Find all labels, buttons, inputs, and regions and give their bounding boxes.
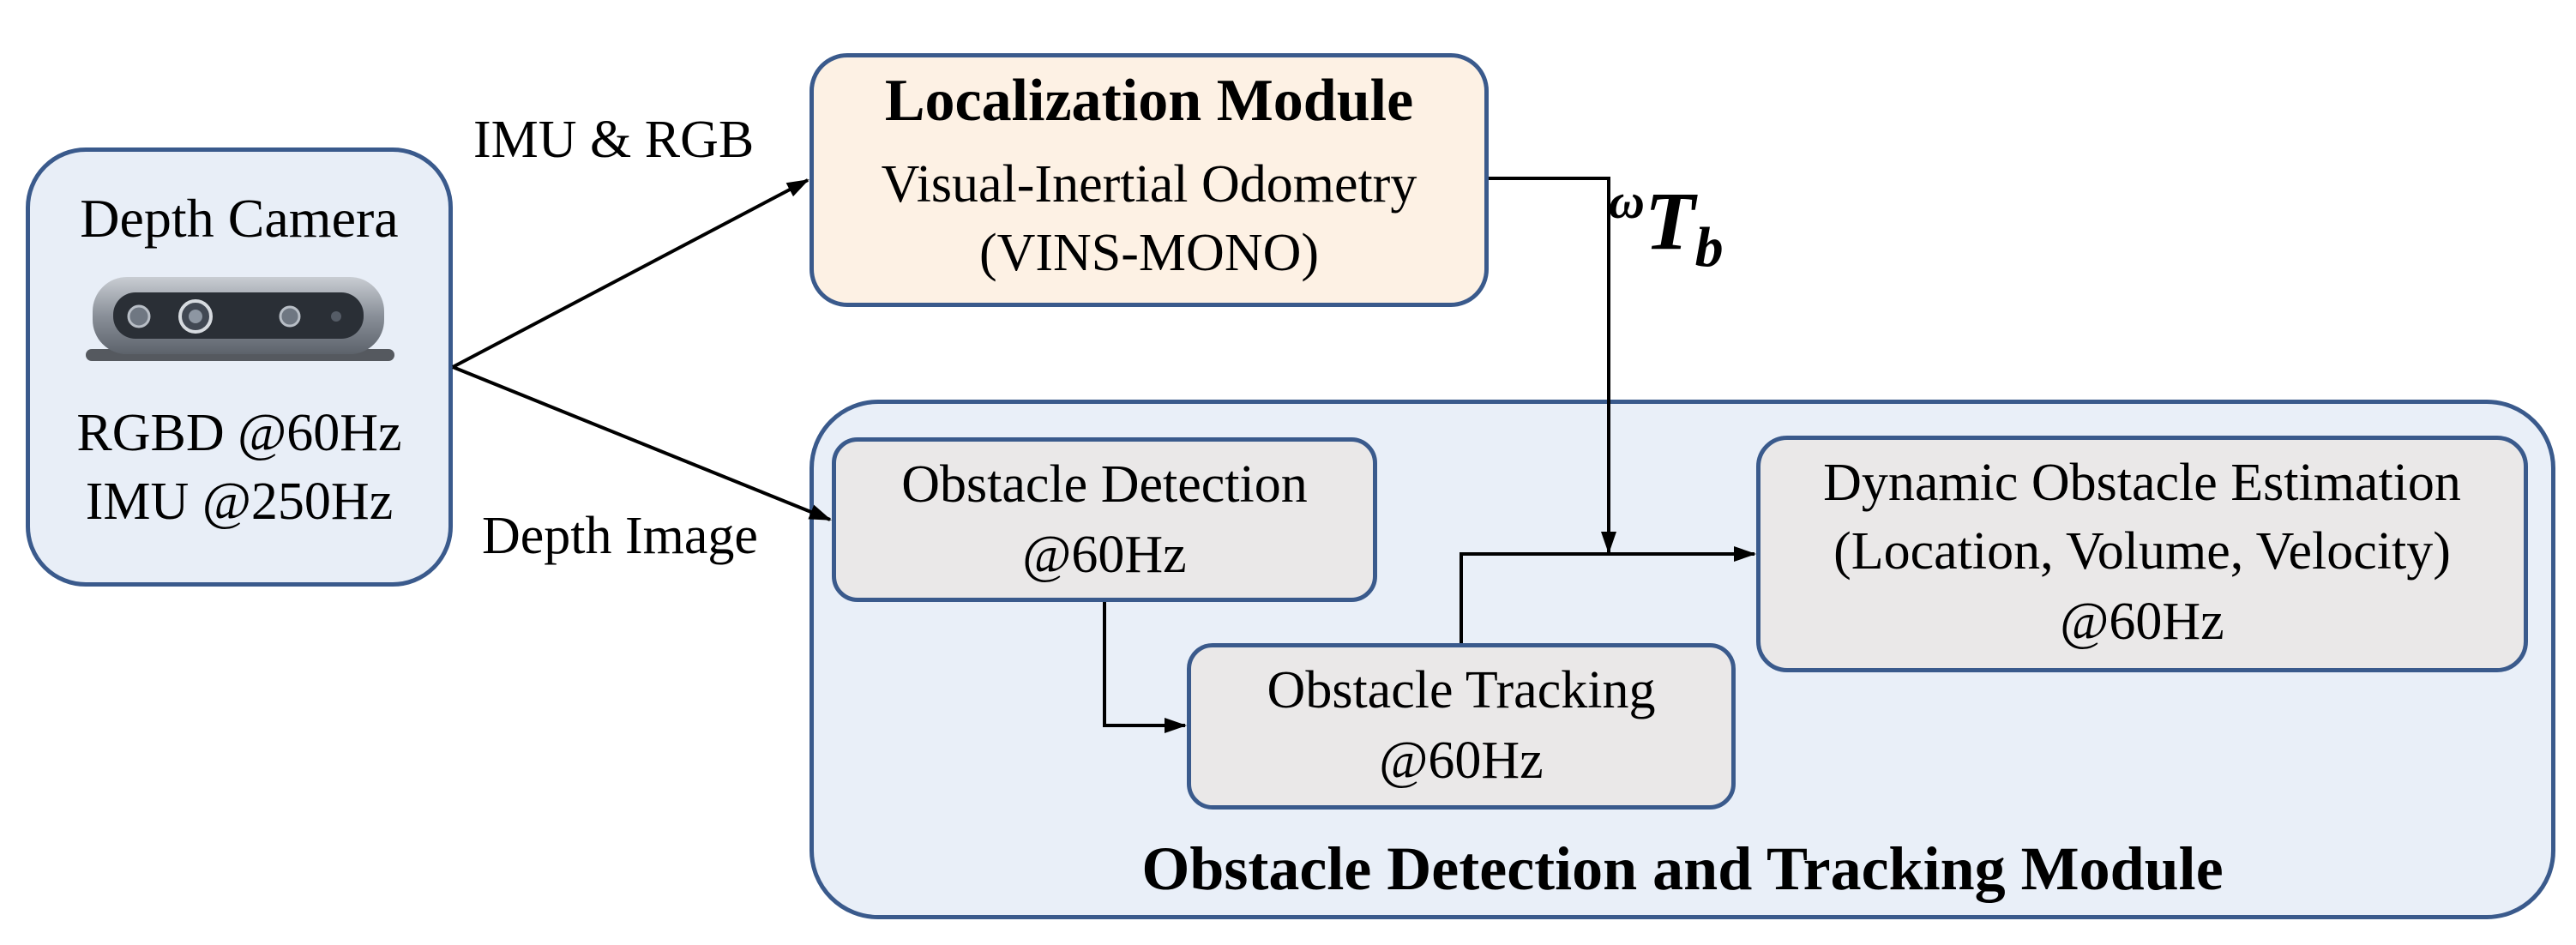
depth-image-label: Depth Image — [482, 507, 758, 565]
depth-camera-box — [26, 147, 453, 587]
localization-vio: Visual-Inertial Odometry — [881, 155, 1417, 214]
dynamic-obstacle-estimation-rate: @60Hz — [2060, 593, 2224, 651]
dynamic-obstacle-estimation-box — [1756, 436, 2528, 672]
pose-transform-label: ωTb — [1609, 177, 1724, 276]
dynamic-obstacle-estimation-label: Dynamic Obstacle Estimation — [1823, 454, 2461, 512]
obstacle-tracking-box — [1187, 643, 1736, 810]
obstacle-detection-box — [832, 437, 1377, 602]
camera-spec-imu: IMU @250Hz — [85, 472, 394, 531]
pose-world-superscript: ω — [1609, 173, 1645, 229]
arrow-tracking-to-estimation — [1460, 546, 1756, 643]
localization-module-box — [810, 53, 1489, 307]
obstacle-detection-rate: @60Hz — [1022, 526, 1187, 584]
obstacle-tracking-rate: @60Hz — [1379, 731, 1544, 790]
obstacle-tracking-label: Obstacle Tracking — [1267, 661, 1656, 719]
obstacle-module-title: Obstacle Detection and Tracking Module — [1141, 834, 2224, 903]
arrow-camera-to-localization — [452, 178, 810, 369]
localization-module-title: Localization Module — [884, 68, 1414, 134]
arrow-camera-to-detection — [452, 365, 832, 521]
dynamic-obstacle-estimation-quantities: (Location, Volume, Velocity) — [1833, 522, 2451, 581]
pose-T: T — [1644, 175, 1695, 267]
camera-spec-rgbd: RGBD @60Hz — [76, 404, 402, 462]
depth-camera-title: Depth Camera — [80, 188, 399, 249]
localization-vins-mono: (VINS-MONO) — [978, 224, 1320, 282]
pose-body-subscript: b — [1694, 216, 1724, 279]
arrow-detection-to-tracking — [1103, 602, 1187, 733]
obstacle-detection-label: Obstacle Detection — [901, 455, 1308, 514]
depth-camera-icon — [86, 277, 394, 361]
arrow-localization-pose — [1489, 177, 1616, 554]
imu-rgb-label: IMU & RGB — [473, 111, 755, 169]
